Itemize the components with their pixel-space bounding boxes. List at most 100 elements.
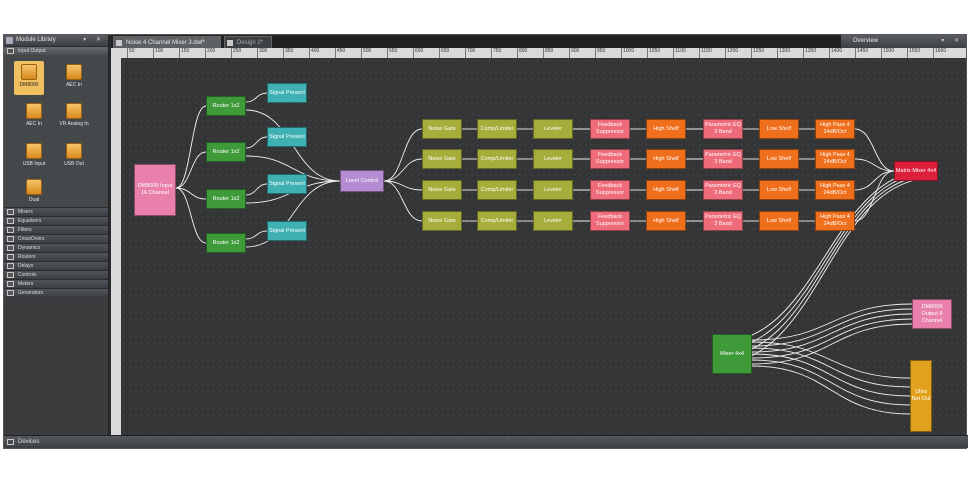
signal-present-block-4-label: Signal Present	[269, 227, 305, 234]
chain-4-1-label: Noise Gate	[428, 217, 456, 224]
chain-4-3[interactable]: Leveler	[533, 211, 573, 231]
module-aec-in[interactable]: AEC In	[59, 64, 89, 88]
module-aec-in-2[interactable]: AEC In	[19, 103, 49, 127]
level-control-block[interactable]: Level Control	[340, 170, 384, 192]
module-vr-analog-in[interactable]: VR Analog In	[59, 103, 89, 127]
mixer-4x4-block[interactable]: Mixer 4x4	[712, 334, 752, 374]
wire	[751, 341, 911, 379]
chain-4-4-label: Feedback Suppressor	[595, 214, 625, 227]
module-dm8000[interactable]: DM8000	[14, 61, 44, 95]
document-tabs: Noise 4 Channel Mixer 3.dwf* Design 2* O…	[111, 35, 966, 48]
router-block-2[interactable]: Router 1x2	[206, 142, 246, 162]
router-block-1[interactable]: Router 1x2	[206, 96, 246, 116]
chain-1-8-label: High Pass 4 24dB/Oct	[820, 122, 850, 135]
chain-2-2[interactable]: Comp/Limiter	[477, 149, 517, 169]
usb-module-icon	[26, 143, 42, 159]
category-routers[interactable]: Routers	[4, 252, 108, 261]
category-crossovers[interactable]: CrossOvers	[4, 234, 108, 243]
chain-4-6[interactable]: Parametric EQ 3 Band	[703, 211, 743, 231]
chain-4-4[interactable]: Feedback Suppressor	[590, 211, 630, 231]
chain-2-1[interactable]: Noise Gate	[422, 149, 462, 169]
category-delays[interactable]: Delays	[4, 261, 108, 270]
router-block-3[interactable]: Router 1x2	[206, 189, 246, 209]
input-block[interactable]: DM8000 Input 16 Channel	[134, 164, 176, 216]
wire	[383, 158, 423, 182]
chain-3-5-label: High Shelf	[653, 186, 679, 193]
category-filters[interactable]: Filters	[4, 225, 108, 234]
overview-controls[interactable]: ▾ ✕	[941, 38, 963, 44]
chain-3-5[interactable]: High Shelf	[646, 180, 686, 200]
chain-4-3-label: Leveler	[543, 217, 563, 224]
chain-2-5[interactable]: High Shelf	[646, 149, 686, 169]
wire	[854, 170, 895, 191]
chain-4-1[interactable]: Noise Gate	[422, 211, 462, 231]
ruler-tick: 1550	[907, 48, 920, 58]
chain-1-7[interactable]: Low Shelf	[759, 119, 799, 139]
devices-bar[interactable]: Devices	[4, 435, 968, 448]
chain-1-4[interactable]: Feedback Suppressor	[590, 119, 630, 139]
chain-1-1[interactable]: Noise Gate	[422, 119, 462, 139]
chain-1-6[interactable]: Parametric EQ 3 Band	[703, 119, 743, 139]
chain-3-4-label: Feedback Suppressor	[595, 183, 625, 196]
category-label: Delays	[18, 263, 34, 269]
chain-1-8[interactable]: High Pass 4 24dB/Oct	[815, 119, 855, 139]
chain-4-5[interactable]: High Shelf	[646, 211, 686, 231]
signal-present-block-4[interactable]: Signal Present	[267, 221, 307, 241]
module-dual[interactable]: Dual	[19, 179, 49, 203]
matrix-mixer-block-label: Matrix Mixer 4x4	[895, 167, 937, 174]
ruler-tick: 350	[283, 48, 293, 58]
chain-3-7[interactable]: Low Shelf	[759, 180, 799, 200]
chain-2-6[interactable]: Parametric EQ 3 Band	[703, 149, 743, 169]
category-input-output[interactable]: Input Output	[4, 46, 108, 55]
ruler-tick: 1450	[855, 48, 868, 58]
ultra-net-out-block[interactable]: Ultra Net Out	[910, 360, 932, 432]
chain-2-3-label: Leveler	[543, 155, 563, 162]
chain-1-5[interactable]: High Shelf	[646, 119, 686, 139]
router-block-4[interactable]: Router 1x2	[206, 233, 246, 253]
wire	[751, 313, 913, 353]
signal-present-block-3[interactable]: Signal Present	[267, 174, 307, 194]
wire	[711, 173, 939, 359]
aec-module-icon	[26, 103, 42, 119]
signal-present-block-1[interactable]: Signal Present	[267, 83, 307, 103]
chain-3-2[interactable]: Comp/Limiter	[477, 180, 517, 200]
category-label: Generators	[18, 290, 44, 296]
chain-2-8[interactable]: High Pass 4 24dB/Oct	[815, 149, 855, 169]
panel-controls[interactable]: ▾ ✕	[83, 37, 105, 43]
output-block[interactable]: DM8000 Output 8 Channel	[912, 299, 952, 329]
module-usb-out[interactable]: USB Out	[59, 143, 89, 167]
chain-3-6[interactable]: Parametric EQ 3 Band	[703, 180, 743, 200]
wire	[854, 128, 895, 172]
chain-3-3[interactable]: Leveler	[533, 180, 573, 200]
category-controls[interactable]: Controls	[4, 270, 108, 279]
category-dynamics[interactable]: Dynamics	[4, 243, 108, 252]
chain-4-7[interactable]: Low Shelf	[759, 211, 799, 231]
chain-3-8[interactable]: High Pass 4 24dB/Oct	[815, 180, 855, 200]
chain-3-1[interactable]: Noise Gate	[422, 180, 462, 200]
chain-2-4[interactable]: Feedback Suppressor	[590, 149, 630, 169]
category-meters[interactable]: Meters	[4, 279, 108, 288]
output-block-label: DM8000 Output 8 Channel	[921, 303, 943, 324]
category-equalizers[interactable]: Equalizers	[4, 216, 108, 225]
category-generators[interactable]: Generators	[4, 288, 108, 297]
chain-2-7[interactable]: Low Shelf	[759, 149, 799, 169]
ruler-tick: 50	[127, 48, 135, 58]
matrix-mixer-block[interactable]: Matrix Mixer 4x4	[894, 161, 938, 181]
chain-3-4[interactable]: Feedback Suppressor	[590, 180, 630, 200]
wire	[175, 187, 207, 244]
category-icon	[7, 263, 14, 269]
tab-design-2[interactable]: Design 2*	[224, 36, 272, 48]
wire	[245, 183, 268, 196]
chain-1-3[interactable]: Leveler	[533, 119, 573, 139]
chain-4-2[interactable]: Comp/Limiter	[477, 211, 517, 231]
chain-2-3[interactable]: Leveler	[533, 149, 573, 169]
chain-4-8[interactable]: High Pass 4 24dB/Oct	[815, 211, 855, 231]
ruler-tick: 1400	[829, 48, 842, 58]
category-mixers[interactable]: Mixers	[4, 207, 108, 216]
wire	[751, 318, 913, 359]
chain-1-2[interactable]: Comp/Limiter	[477, 119, 517, 139]
tab-noise-mixer[interactable]: Noise 4 Channel Mixer 3.dwf*	[113, 36, 221, 48]
signal-present-block-2[interactable]: Signal Present	[267, 127, 307, 147]
module-usb-input[interactable]: USB Input	[19, 143, 49, 167]
